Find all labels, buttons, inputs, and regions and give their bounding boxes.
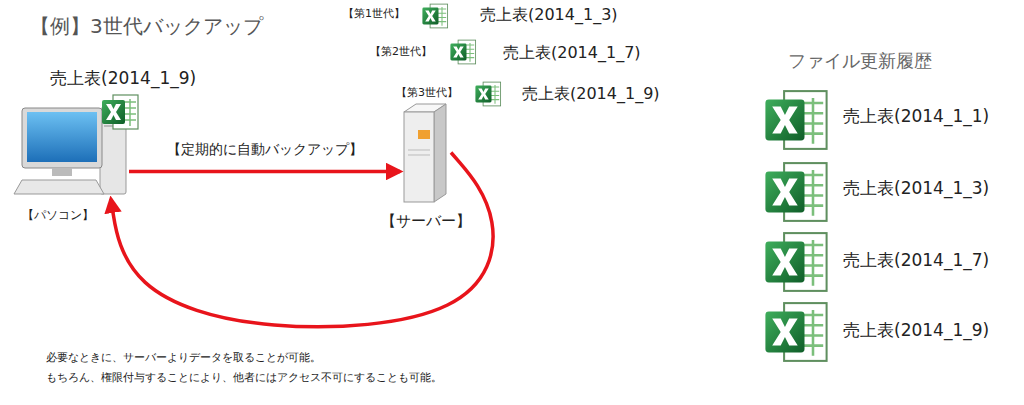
server-front bbox=[404, 112, 434, 202]
server-panel bbox=[418, 130, 430, 139]
label-text: 売上表(2014_1_7) bbox=[843, 250, 989, 270]
server-side bbox=[434, 104, 446, 202]
excel-icon bbox=[102, 95, 138, 129]
node-label: 売上表(2014_1_9) bbox=[50, 68, 196, 88]
server-node: 【サーバー】 bbox=[402, 100, 450, 205]
excel-icon bbox=[765, 91, 826, 149]
label-text: 【第1世代】 bbox=[343, 7, 405, 20]
excel-icon bbox=[450, 40, 475, 64]
backup-arrow bbox=[129, 170, 400, 174]
node-label: 【サーバー】 bbox=[381, 212, 471, 230]
server-illustration bbox=[404, 104, 446, 202]
edge-label: 【定期的に自動バックアップ】 bbox=[165, 141, 365, 158]
diagram-title: 【例】3世代バックアップ bbox=[30, 14, 263, 38]
label-text: 売上表(2014_1_3) bbox=[480, 5, 618, 24]
label-text: 売上表(2014_1_7) bbox=[503, 43, 641, 62]
pc-stand bbox=[52, 168, 72, 176]
label-text: もちろん、権限付与することにより、他者にはアクセス不可にすることも可能。 bbox=[46, 371, 442, 384]
node-label: 【パソコン】 bbox=[22, 208, 94, 222]
label-text: 売上表(2014_1_9) bbox=[522, 84, 660, 103]
label-text: ファイル更新履歴 bbox=[788, 50, 932, 72]
excel-icon bbox=[765, 163, 826, 221]
restore-arrow bbox=[111, 153, 493, 327]
pc-keyboard bbox=[14, 180, 104, 194]
pc-node: 売上表(2014_1_9)【パソコン】 bbox=[14, 95, 128, 197]
pc-screen bbox=[27, 112, 97, 162]
label-text: 売上表(2014_1_1) bbox=[843, 106, 989, 126]
connector-group bbox=[111, 153, 493, 327]
label-text: 【第2世代】 bbox=[370, 45, 432, 58]
excel-icon bbox=[422, 4, 447, 28]
pc-illustration bbox=[14, 95, 138, 194]
server-slot bbox=[408, 150, 430, 155]
label-text: 【第3世代】 bbox=[396, 86, 458, 99]
excel-icon bbox=[765, 233, 826, 291]
excel-icon bbox=[475, 82, 500, 106]
label-text: 売上表(2014_1_3) bbox=[843, 178, 989, 198]
label-text: 必要なときに、サーバーよりデータを取ることが可能。 bbox=[46, 351, 321, 364]
pc-monitor bbox=[22, 108, 102, 168]
label-text: 売上表(2014_1_9) bbox=[843, 320, 989, 340]
excel-icon bbox=[765, 303, 826, 361]
